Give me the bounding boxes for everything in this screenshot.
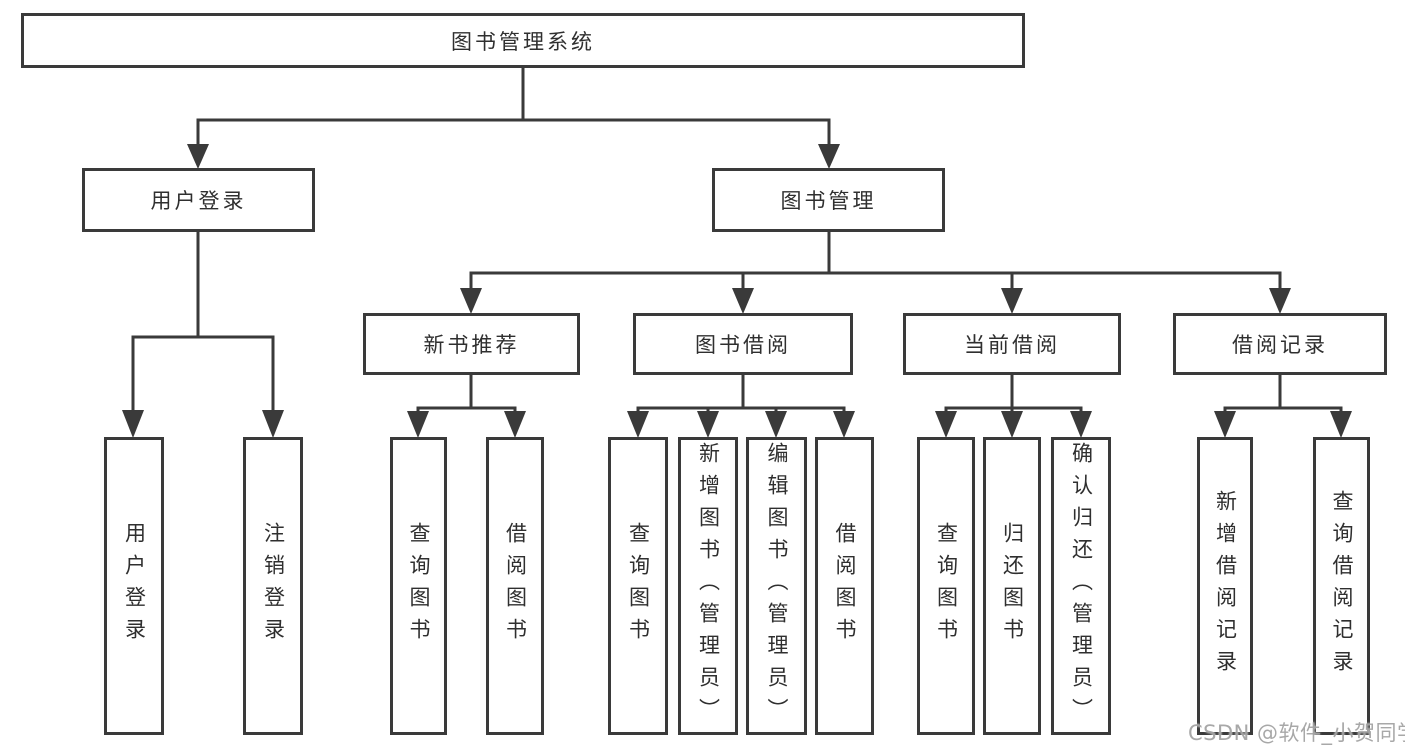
node-current-borrow: 当前借阅: [903, 313, 1121, 375]
node-leaf-bb-query-book: 查询图书: [608, 437, 668, 735]
node-leaf-bb-query-book-label: 查询图书: [626, 522, 651, 650]
node-leaf-user-login-label: 用户登录: [122, 522, 147, 650]
node-new-book-recommend-label: 新书推荐: [423, 333, 520, 357]
node-leaf-nb-borrow-book-label: 借阅图书: [503, 522, 528, 650]
node-leaf-user-login: 用户登录: [104, 437, 164, 735]
node-leaf-cb-confirm-return-admin: 确认归还（管理员）: [1051, 437, 1111, 735]
node-borrow-record: 借阅记录: [1173, 313, 1387, 375]
node-leaf-br-add-record: 新增借阅记录: [1197, 437, 1253, 735]
node-leaf-bb-edit-book-admin-label: 编辑图书（管理员）: [765, 442, 789, 730]
node-book-borrow: 图书借阅: [633, 313, 853, 375]
node-leaf-nb-borrow-book: 借阅图书: [486, 437, 544, 735]
node-borrow-record-label: 借阅记录: [1232, 333, 1328, 357]
node-leaf-bb-borrow-book: 借阅图书: [815, 437, 874, 735]
node-leaf-br-add-record-label: 新增借阅记录: [1213, 490, 1238, 682]
csdn-watermark: CSDN @软件_小贺同学: [1188, 721, 1405, 745]
node-leaf-bb-add-book-admin: 新增图书（管理员）: [678, 437, 738, 735]
node-root-system-label: 图书管理系统: [451, 29, 595, 54]
node-user-login-label: 用户登录: [150, 189, 247, 213]
node-leaf-bb-borrow-book-label: 借阅图书: [833, 522, 857, 650]
node-leaf-logout: 注销登录: [243, 437, 303, 735]
node-leaf-cb-query-book: 查询图书: [917, 437, 975, 735]
node-leaf-cb-return-book-label: 归还图书: [1000, 522, 1025, 650]
node-new-book-recommend: 新书推荐: [363, 313, 580, 375]
node-leaf-nb-query-book: 查询图书: [390, 437, 447, 735]
node-root-system: 图书管理系统: [21, 13, 1025, 68]
node-leaf-bb-edit-book-admin: 编辑图书（管理员）: [746, 437, 807, 735]
node-current-borrow-label: 当前借阅: [964, 333, 1060, 357]
node-leaf-cb-return-book: 归还图书: [983, 437, 1041, 735]
node-user-login: 用户登录: [82, 168, 315, 232]
node-leaf-br-query-record-label: 查询借阅记录: [1330, 490, 1354, 682]
node-book-borrow-label: 图书借阅: [695, 333, 791, 357]
node-leaf-br-query-record: 查询借阅记录: [1313, 437, 1370, 735]
node-leaf-cb-confirm-return-admin-label: 确认归还（管理员）: [1069, 442, 1094, 730]
node-leaf-logout-label: 注销登录: [261, 522, 286, 650]
node-leaf-cb-query-book-label: 查询图书: [934, 522, 959, 650]
node-leaf-bb-add-book-admin-label: 新增图书（管理员）: [696, 442, 721, 730]
node-book-management-label: 图书管理: [780, 189, 877, 213]
node-book-management: 图书管理: [712, 168, 945, 232]
node-leaf-nb-query-book-label: 查询图书: [407, 522, 431, 650]
